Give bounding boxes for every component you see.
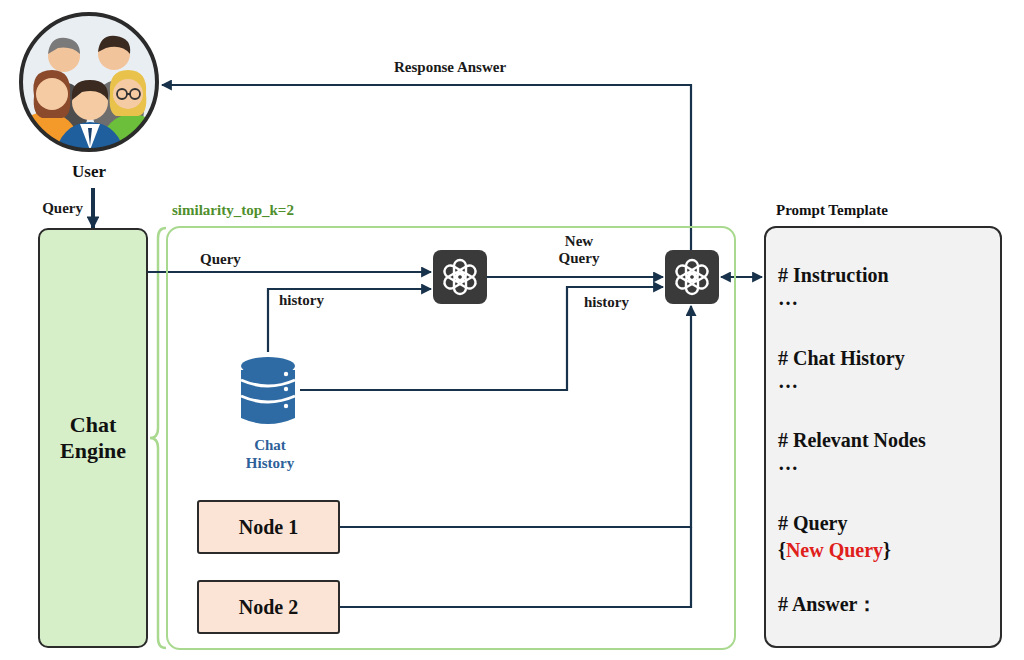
prompt-text: # Answer： <box>778 593 877 615</box>
prompt-text: } <box>883 539 891 561</box>
prompt-line: … <box>778 451 798 475</box>
llm-icon <box>433 250 487 304</box>
query-wire <box>138 271 431 273</box>
prompt-frame: # Instruction…# Chat History…# Relevant … <box>764 226 1002 648</box>
prompt-line: … <box>778 369 798 393</box>
prompt-line: # Relevant Nodes <box>778 428 926 452</box>
new-query-wire <box>487 276 663 278</box>
wires <box>138 85 762 607</box>
region-node: similarity_top_k=2Chat HistoryNode 1 Node… <box>166 200 736 650</box>
prompt-text: … <box>778 370 798 392</box>
prompt-line: # Instruction <box>778 263 889 287</box>
node-title: User <box>16 162 162 182</box>
brace <box>150 228 166 648</box>
prompt-text: # Instruction <box>778 264 889 286</box>
prompt-text: … <box>778 287 798 309</box>
database-icon <box>241 357 295 424</box>
llm-icon <box>665 250 719 304</box>
doc-node: Node 1 <box>197 500 340 554</box>
prompt-line: # Chat History <box>778 346 905 370</box>
wire-label: New Query <box>552 233 606 267</box>
node-wire <box>340 527 691 607</box>
prompt-heading: Prompt Template <box>776 202 888 219</box>
engine-node: Chat Engine <box>38 228 148 648</box>
prompt-line: {New Query} <box>778 538 891 562</box>
prompt-line: … <box>778 286 798 310</box>
wire-label: history <box>277 292 326 309</box>
prompt-text: { <box>778 539 786 561</box>
prompt-text: … <box>778 452 798 474</box>
node-wire <box>340 306 691 527</box>
database-label: Chat History <box>230 436 310 472</box>
region-heading: similarity_top_k=2 <box>172 202 294 219</box>
prompt-node: Prompt Template# Instruction…# Chat Hist… <box>764 200 1002 648</box>
users-illustration <box>14 14 162 190</box>
doc-node: Node 2 <box>197 580 340 634</box>
history-wire <box>268 289 431 352</box>
prompt-wire <box>721 276 762 278</box>
prompt-line: # Answer： <box>778 592 877 616</box>
wire-label: Response Answer <box>392 59 508 76</box>
edge-label: Query <box>40 200 85 217</box>
prompt-text: # Chat History <box>778 347 905 369</box>
wire-label: history <box>582 294 631 311</box>
node-title: Chat Engine <box>48 412 138 464</box>
prompt-text: New Query <box>786 539 883 561</box>
prompt-text: # Relevant Nodes <box>778 429 926 451</box>
user-node: User <box>16 8 162 190</box>
prompt-line: # Query <box>778 511 847 535</box>
prompt-text: # Query <box>778 512 847 534</box>
connector-arrow <box>91 188 95 228</box>
db-node: Chat History <box>225 352 315 480</box>
history-wire <box>300 287 663 390</box>
node-title: Node 2 <box>239 596 298 619</box>
node-title: Node 1 <box>239 516 298 539</box>
wire-label: Query <box>198 251 243 268</box>
